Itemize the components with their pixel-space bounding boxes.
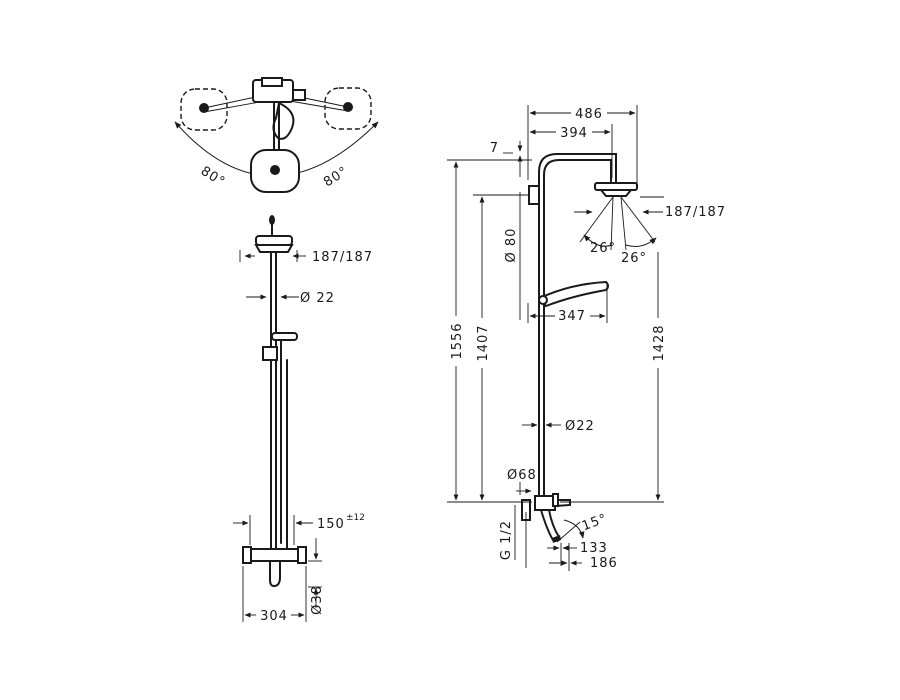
front-hand-shower [271,332,298,341]
front-body-width-label: 304 [260,609,288,624]
side-connector-offset-label: 7 [490,141,499,156]
side-head-height-label: 1428 [652,324,667,361]
side-view: 486 394 7 187/187 26° 26° Ø 80 347 1556 [447,105,726,571]
side-spout-angle-label: 15° [580,511,610,534]
front-spout [269,560,281,588]
side-riser-and-arm [538,153,617,503]
side-tilt-left-label: 26° [590,241,616,256]
side-hand-shower [538,280,609,308]
side-overhead-shower [594,182,638,191]
side-spout [539,509,561,542]
front-holder [262,346,278,361]
swivel-angle-right: 80° [321,164,351,191]
side-spout-projection-label: 133 [580,541,608,556]
side-head-width-label: 187/187 [665,205,726,220]
front-outlet-tolerance-label: ±12 [346,513,365,523]
top-head-center [270,165,280,175]
side-projection-arm-label: 394 [560,126,588,141]
top-view: 80° 80° [174,77,379,193]
front-rail-diameter-label: Ø 22 [300,291,335,306]
side-thread-label: G 1/2 [499,520,514,560]
front-outlet-offset-label: 150 [317,517,345,532]
swivel-head-left [180,88,228,131]
swivel-angle-left: 80° [198,164,228,191]
front-thermostat-body [244,548,304,562]
side-body-projection-label: 186 [590,556,618,571]
front-view: 187/187 Ø 22 150 ±12 Ø38 304 [233,215,373,624]
front-head-width-label: 187/187 [312,250,373,265]
side-rail-diameter-label: Ø22 [565,419,595,434]
front-overhead-shower [255,235,293,246]
side-tilt-right-label: 26° [621,251,647,266]
front-body-diameter-label: Ø38 [310,585,325,615]
side-connector-height-label: 1407 [476,324,491,361]
side-hand-shower-projection-label: 347 [558,309,586,324]
side-connector-diameter-label: Ø 80 [504,228,519,263]
side-escutcheon-diameter-label: Ø68 [507,468,537,483]
side-projection-total-label: 486 [575,107,603,122]
top-spout [272,101,295,140]
side-wall-connector [528,185,540,205]
side-total-height-label: 1556 [450,322,465,359]
swivel-head-right [324,87,372,130]
